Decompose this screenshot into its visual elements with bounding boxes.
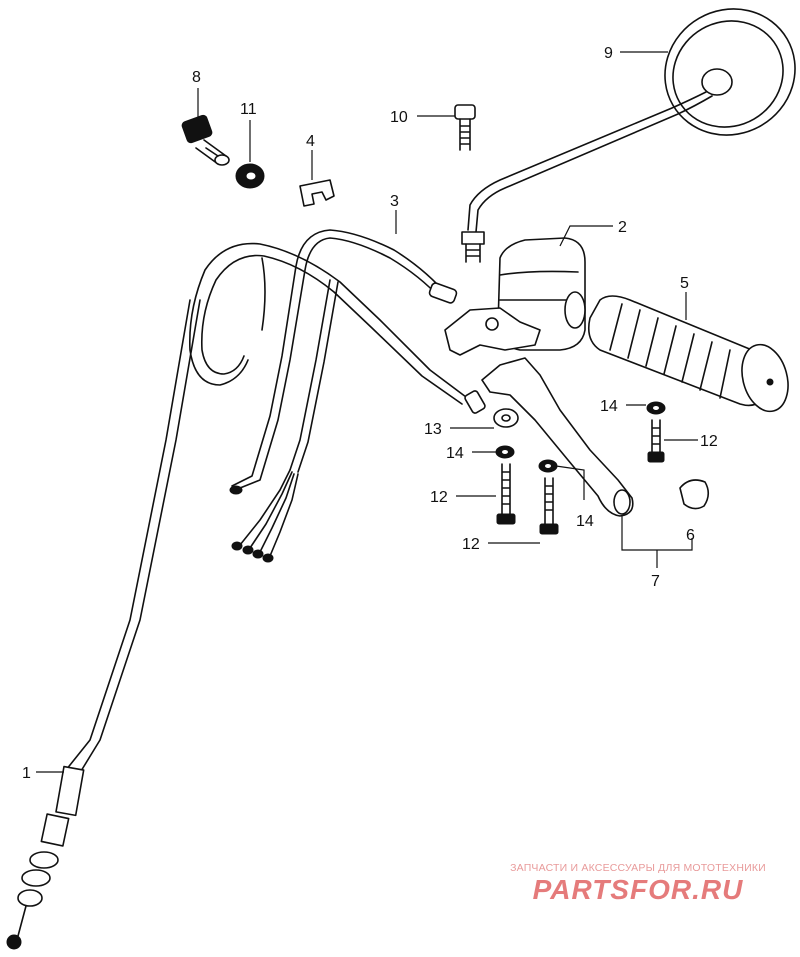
callout-2: 2 <box>618 219 627 236</box>
callout-12-right: 12 <box>700 433 718 450</box>
callout-4: 4 <box>306 133 315 150</box>
adjuster-part-8 <box>181 114 230 166</box>
callout-12-bottom: 12 <box>462 536 480 553</box>
cable-part-1 <box>6 242 486 950</box>
callout-8: 8 <box>192 69 201 86</box>
callout-5: 5 <box>680 275 689 292</box>
lever-bracket <box>444 307 541 356</box>
callout-6: 6 <box>686 527 695 544</box>
leader-lines <box>36 51 698 773</box>
callout-14-left: 14 <box>446 445 464 462</box>
watermark-brand: PARTSFOR.RU <box>532 874 744 905</box>
mirror-part <box>461 8 796 263</box>
bolt-part-10 <box>454 104 476 151</box>
callout-1: 1 <box>22 765 31 782</box>
callout-12-left: 12 <box>430 489 448 506</box>
callout-11: 11 <box>240 101 257 118</box>
watermark-tagline: ЗАПЧАСТИ И АКСЕССУАРЫ ДЛЯ МОТОТЕХНИКИ <box>510 862 766 874</box>
wire-harness-part-3 <box>229 229 458 563</box>
nut-part-13 <box>493 408 519 428</box>
callout-10: 10 <box>390 109 408 126</box>
callout-9: 9 <box>604 45 613 62</box>
callouts: 9 10 8 11 4 3 2 5 14 12 13 14 12 14 6 12… <box>22 45 718 782</box>
callout-14-right: 14 <box>600 398 618 415</box>
tip-cap-part-6 <box>679 479 710 510</box>
watermark: ЗАПЧАСТИ И АКСЕССУАРЫ ДЛЯ МОТОТЕХНИКИ PA… <box>488 862 788 906</box>
lever-part-7 <box>481 357 634 517</box>
locknut-part-11 <box>235 163 265 189</box>
screw-part-12 <box>496 419 665 535</box>
callout-7: 7 <box>651 573 660 590</box>
grip-part-5 <box>587 295 789 413</box>
washer-part-14 <box>495 401 666 473</box>
callout-14-bottom: 14 <box>576 513 594 530</box>
callout-3: 3 <box>390 193 399 210</box>
callout-13: 13 <box>424 421 442 438</box>
clamp-part-4 <box>299 179 335 207</box>
